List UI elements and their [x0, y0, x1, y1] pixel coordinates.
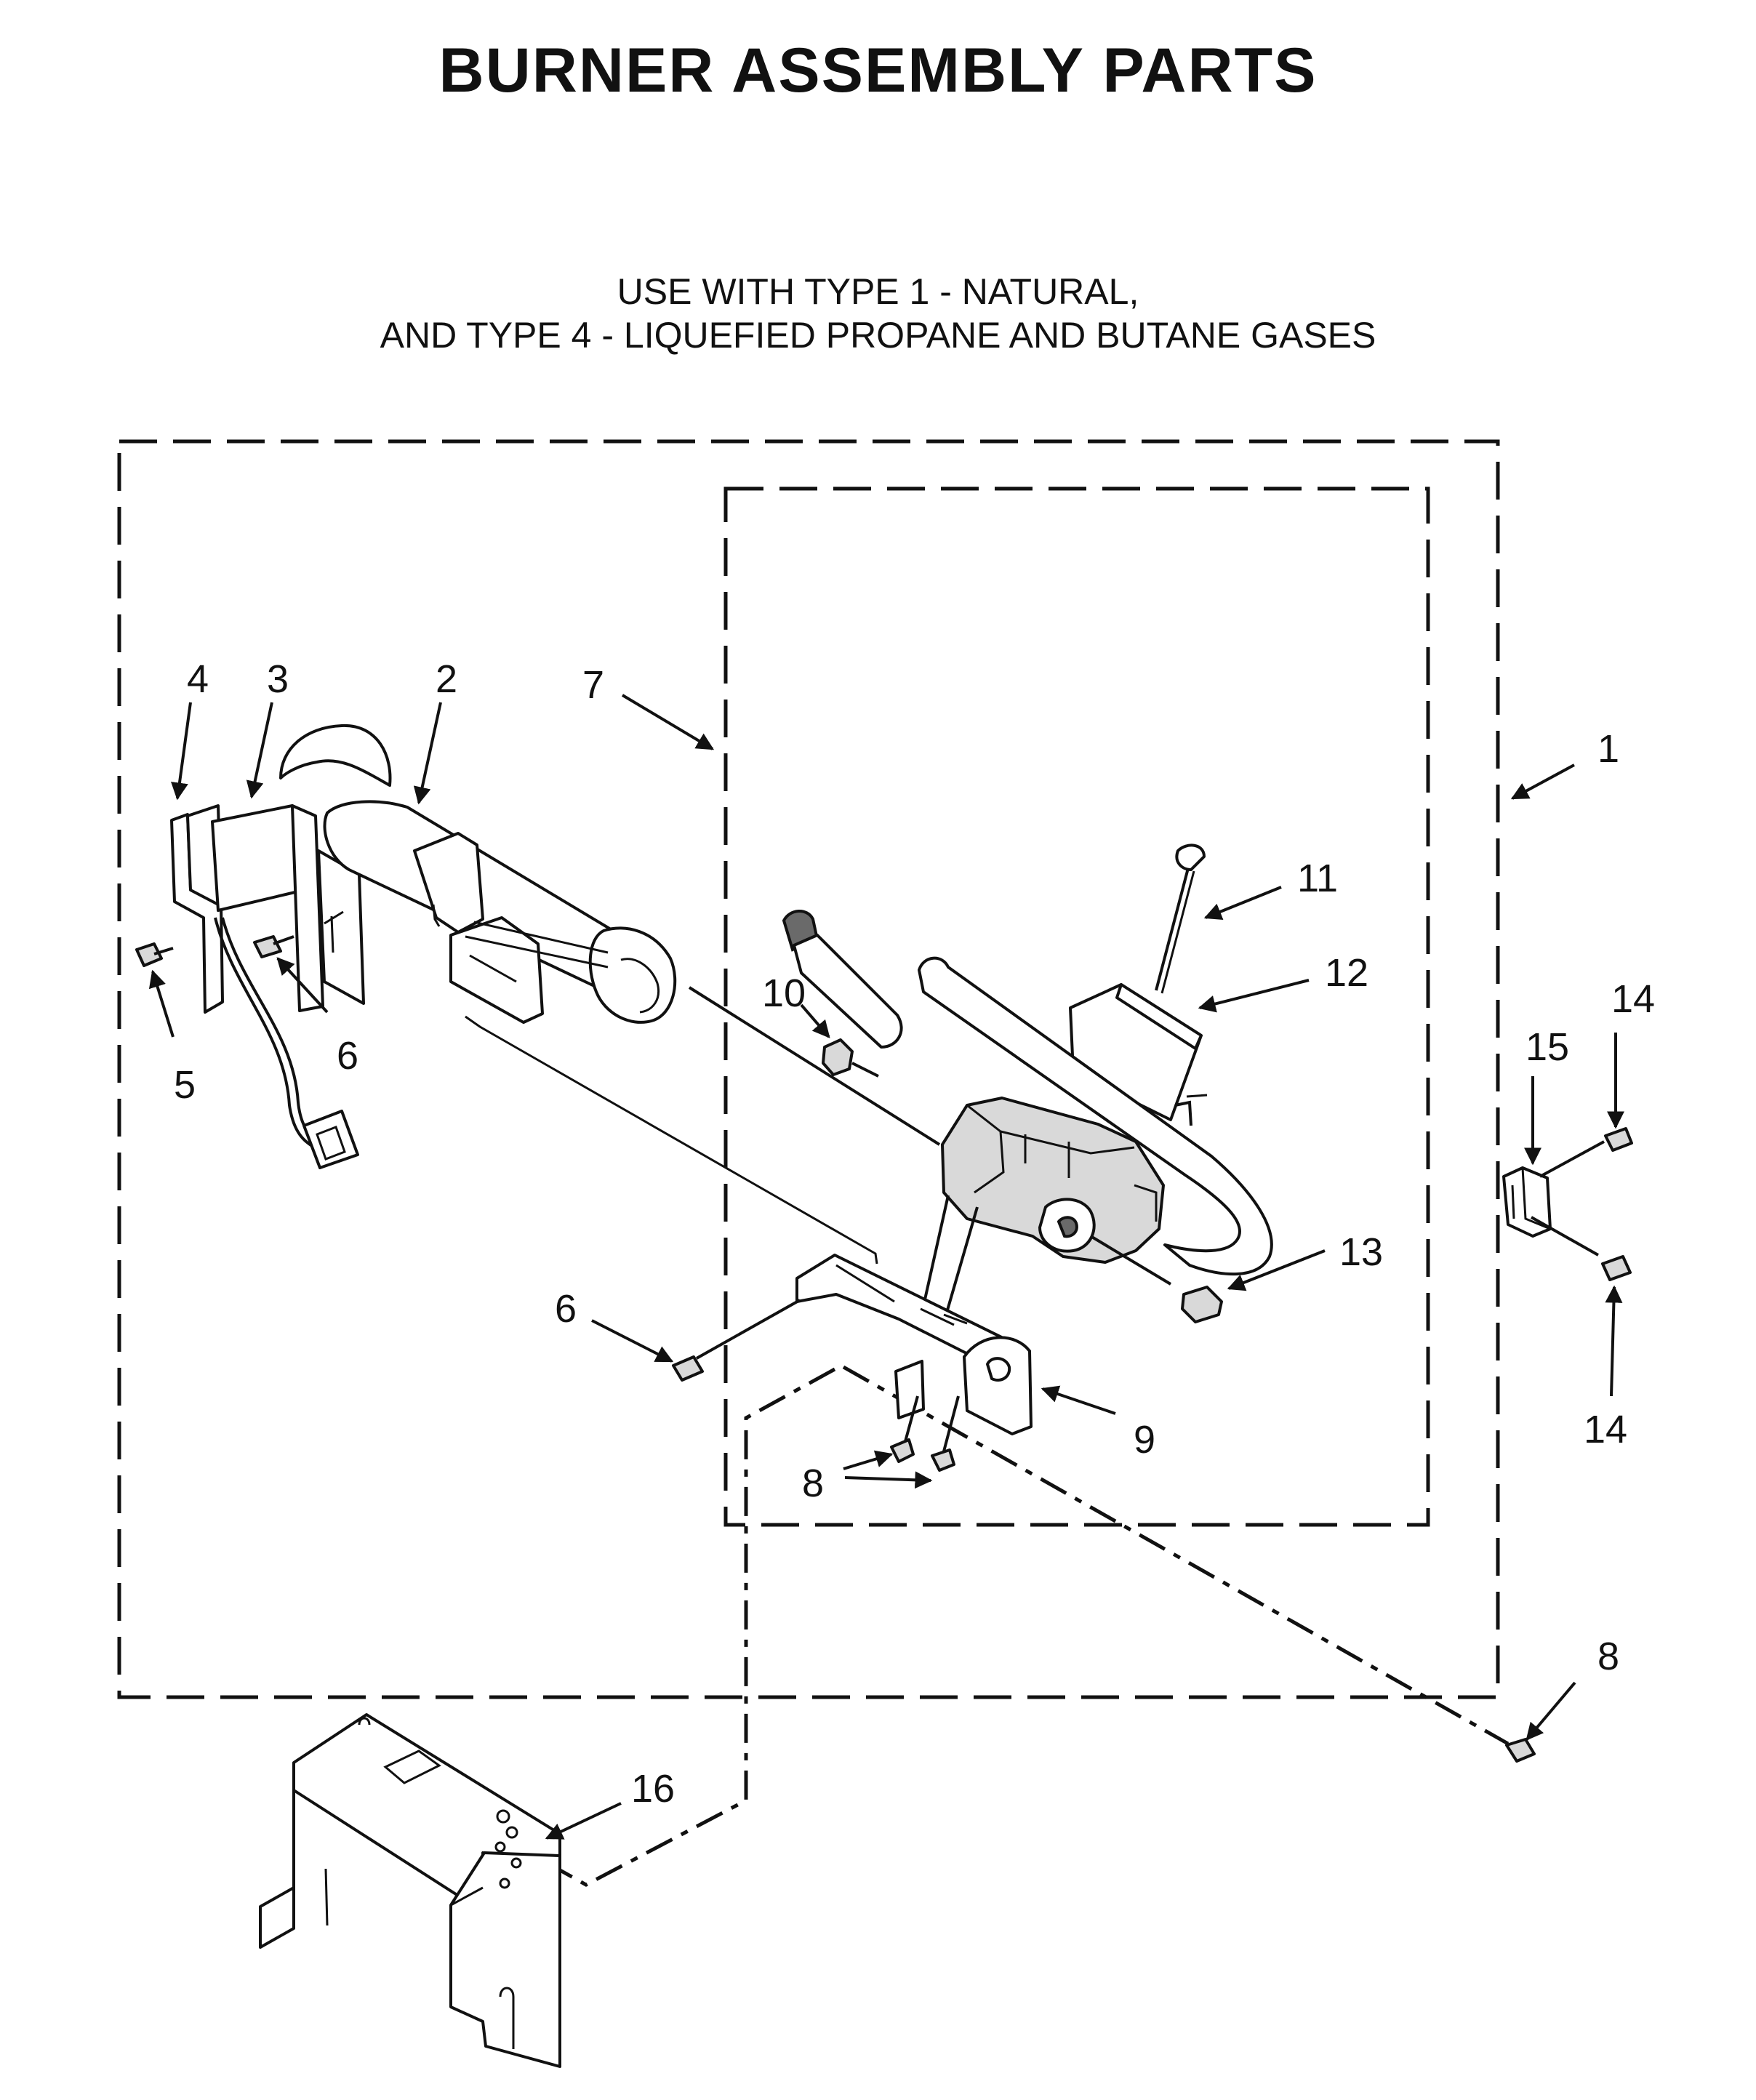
callout-11: 11 [1297, 857, 1338, 900]
callout-6-center: 6 [555, 1287, 577, 1331]
callout-16: 16 [631, 1767, 675, 1811]
screw-8-lower-right-part [931, 1448, 955, 1472]
screw-8-right-part [1505, 1738, 1536, 1763]
callout-1: 1 [1597, 727, 1619, 771]
callout-12: 12 [1325, 951, 1368, 995]
burner-bracket-part [259, 1713, 561, 2068]
flame-sensor-plate [465, 1015, 878, 1265]
screw-8-lower-left-part [890, 1438, 915, 1463]
callout-4: 4 [187, 657, 209, 701]
igniter-wire [214, 917, 316, 1149]
screw-6-left-part [253, 935, 294, 958]
orifice-part [822, 1038, 854, 1076]
screw-6-center-part [672, 1355, 704, 1382]
clip-part [1502, 1166, 1552, 1238]
subtitle-line-2: AND TYPE 4 - LIQUEFIED PROPANE AND BUTAN… [380, 315, 1376, 356]
valve-cap-part [1181, 1286, 1223, 1323]
gas-valve-part [941, 1097, 1165, 1264]
routing-line-screw [842, 1365, 1510, 1746]
callout-13: 13 [1339, 1230, 1383, 1274]
burner-tube-part [279, 724, 677, 1024]
coil-screw-part [1155, 843, 1206, 994]
orifice-rod [688, 986, 941, 1146]
screw-14-top-part [1604, 1127, 1633, 1152]
callout-6-left: 6 [337, 1034, 358, 1078]
routing-line-bracket [522, 1367, 836, 1887]
callout-9: 9 [1134, 1418, 1155, 1462]
callout-3: 3 [267, 657, 289, 701]
subtitle-line-1: USE WITH TYPE 1 - NATURAL, [617, 271, 1139, 312]
callout-5: 5 [174, 1063, 196, 1107]
inner-kit-boundary [723, 486, 1430, 1527]
ignitor-shield-part [211, 804, 365, 1012]
callout-14-top: 14 [1611, 977, 1655, 1021]
callout-8-right: 8 [1597, 1635, 1619, 1678]
callout-7: 7 [582, 663, 604, 707]
callout-2: 2 [436, 657, 457, 701]
callout-15: 15 [1526, 1025, 1569, 1069]
callout-10: 10 [762, 971, 806, 1015]
page-title: BURNER ASSEMBLY PARTS [438, 36, 1318, 105]
valve-bracket-part [795, 1195, 1033, 1435]
wire-connector [302, 1110, 359, 1169]
inlet-tube-short [782, 910, 903, 1049]
outer-kit-boundary [117, 439, 1500, 1699]
callout-8-lower: 8 [802, 1462, 824, 1505]
screw-5-part [135, 942, 174, 967]
screw-14-bottom-part [1601, 1255, 1632, 1281]
callout-14-bottom: 14 [1584, 1408, 1627, 1451]
inlet-tube-long [918, 956, 1273, 1276]
valve-cap-lead [1089, 1235, 1172, 1286]
